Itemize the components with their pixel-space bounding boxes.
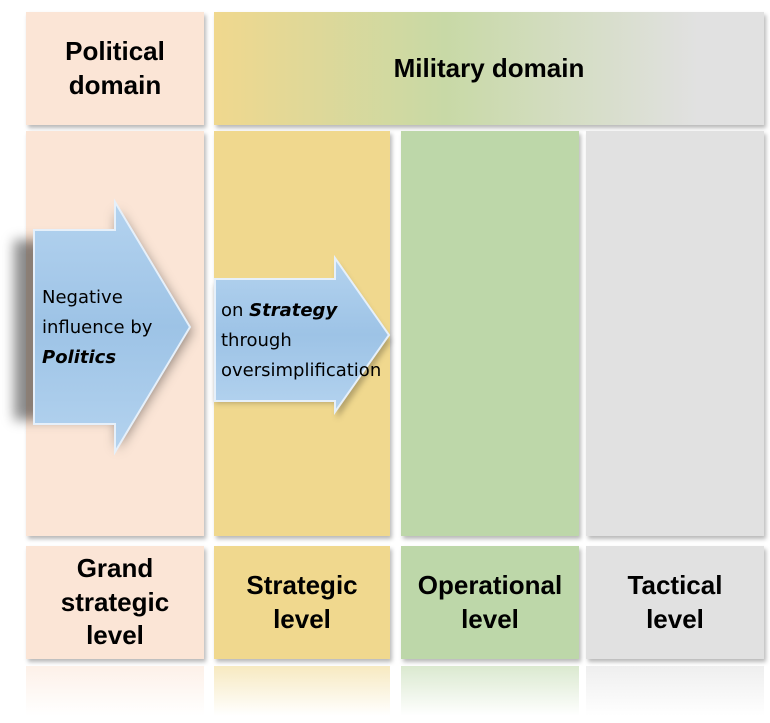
tactical-level-box: Tactical level — [586, 546, 764, 659]
strategy-arrow-text: on Strategy through oversimplification — [221, 296, 406, 386]
strategy-arrow — [214, 255, 391, 419]
military-domain-label: Military domain — [393, 52, 585, 83]
strategic-reflection — [214, 666, 390, 716]
operational-column — [401, 131, 579, 536]
strategic-level-box: Strategic level — [214, 546, 390, 659]
politics-emphasis: Politics — [42, 347, 117, 368]
strategic-level-label: Strategic level — [246, 569, 358, 634]
strategy-prefix: on — [221, 300, 250, 321]
military-domain-header: Military domain — [214, 12, 764, 125]
tactical-column — [586, 131, 764, 536]
strategy-emphasis: Strategy — [249, 300, 338, 321]
strategy-line-2: through — [221, 330, 292, 351]
political-domain-header: Political domain — [26, 12, 204, 125]
operational-reflection — [401, 666, 579, 716]
politics-line-1: Negative — [42, 287, 123, 308]
operational-level-label: Operational level — [417, 569, 563, 634]
grand-strategic-level-box: Grand strategic level — [26, 546, 204, 659]
tactical-level-label: Tactical level — [627, 569, 723, 634]
grand-strategic-reflection — [26, 666, 204, 716]
political-domain-label: Political domain — [65, 35, 165, 100]
politics-arrow-text: Negative influence by Politics — [42, 283, 182, 373]
operational-level-box: Operational level — [401, 546, 579, 659]
grand-strategic-level-label: Grand strategic level — [60, 552, 170, 651]
politics-line-2: influence by — [42, 317, 153, 338]
strategy-line-3: oversimplification — [221, 360, 382, 381]
politics-arrow — [14, 198, 192, 456]
tactical-reflection — [586, 666, 764, 716]
